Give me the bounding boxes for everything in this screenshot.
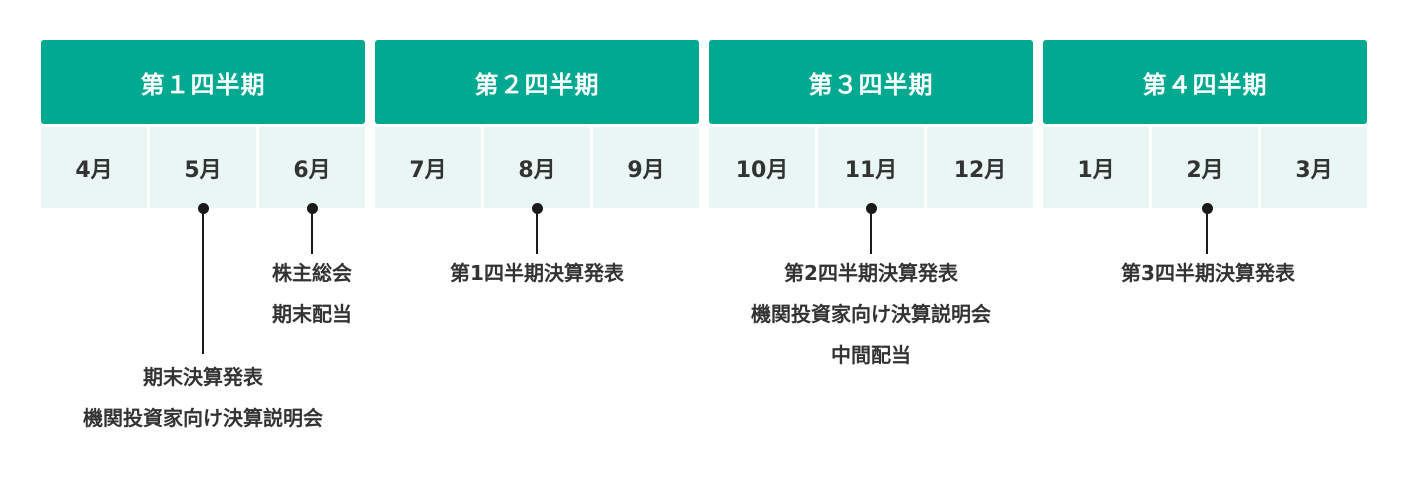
may-events: 期末決算発表 機関投資家向け決算説明会 <box>40 357 366 439</box>
august-events: 第1四半期決算発表 <box>387 253 687 294</box>
august-connector-line <box>536 208 538 254</box>
month-cell-february: 2月 <box>1152 127 1258 208</box>
event-label: 機関投資家向け決算説明会 <box>751 302 991 326</box>
event-label: 第1四半期決算発表 <box>450 261 624 285</box>
month-cell-november: 11月 <box>818 127 924 208</box>
november-connector-line <box>870 208 872 254</box>
february-connector-line <box>1206 208 1208 254</box>
month-cell-august: 8月 <box>484 127 590 208</box>
month-cell-march: 3月 <box>1261 127 1367 208</box>
month-cell-october: 10月 <box>709 127 815 208</box>
month-cell-december: 12月 <box>927 127 1033 208</box>
quarter-header-q2: 第２四半期 <box>375 40 699 124</box>
event-label: 期末決算発表 <box>143 365 263 389</box>
event-label: 株主総会 <box>272 261 352 285</box>
month-cell-may: 5月 <box>150 127 256 208</box>
quarter-header-q1: 第１四半期 <box>41 40 365 124</box>
month-cell-july: 7月 <box>375 127 481 208</box>
june-connector-line <box>311 208 313 254</box>
event-label: 期末配当 <box>272 302 352 326</box>
month-cell-june: 6月 <box>259 127 365 208</box>
event-label: 第2四半期決算発表 <box>784 261 958 285</box>
may-connector-line <box>202 208 204 354</box>
november-events: 第2四半期決算発表 機関投資家向け決算説明会 中間配当 <box>711 253 1031 376</box>
month-cell-september: 9月 <box>593 127 699 208</box>
event-label: 第3四半期決算発表 <box>1121 261 1295 285</box>
month-cell-april: 4月 <box>41 127 147 208</box>
month-cell-january: 1月 <box>1043 127 1149 208</box>
quarter-header-q4: 第４四半期 <box>1043 40 1367 124</box>
event-label: 中間配当 <box>831 343 911 367</box>
quarter-header-q3: 第３四半期 <box>709 40 1033 124</box>
june-events: 株主総会 期末配当 <box>232 253 392 335</box>
february-events: 第3四半期決算発表 <box>1058 253 1358 294</box>
event-label: 機関投資家向け決算説明会 <box>83 406 323 430</box>
